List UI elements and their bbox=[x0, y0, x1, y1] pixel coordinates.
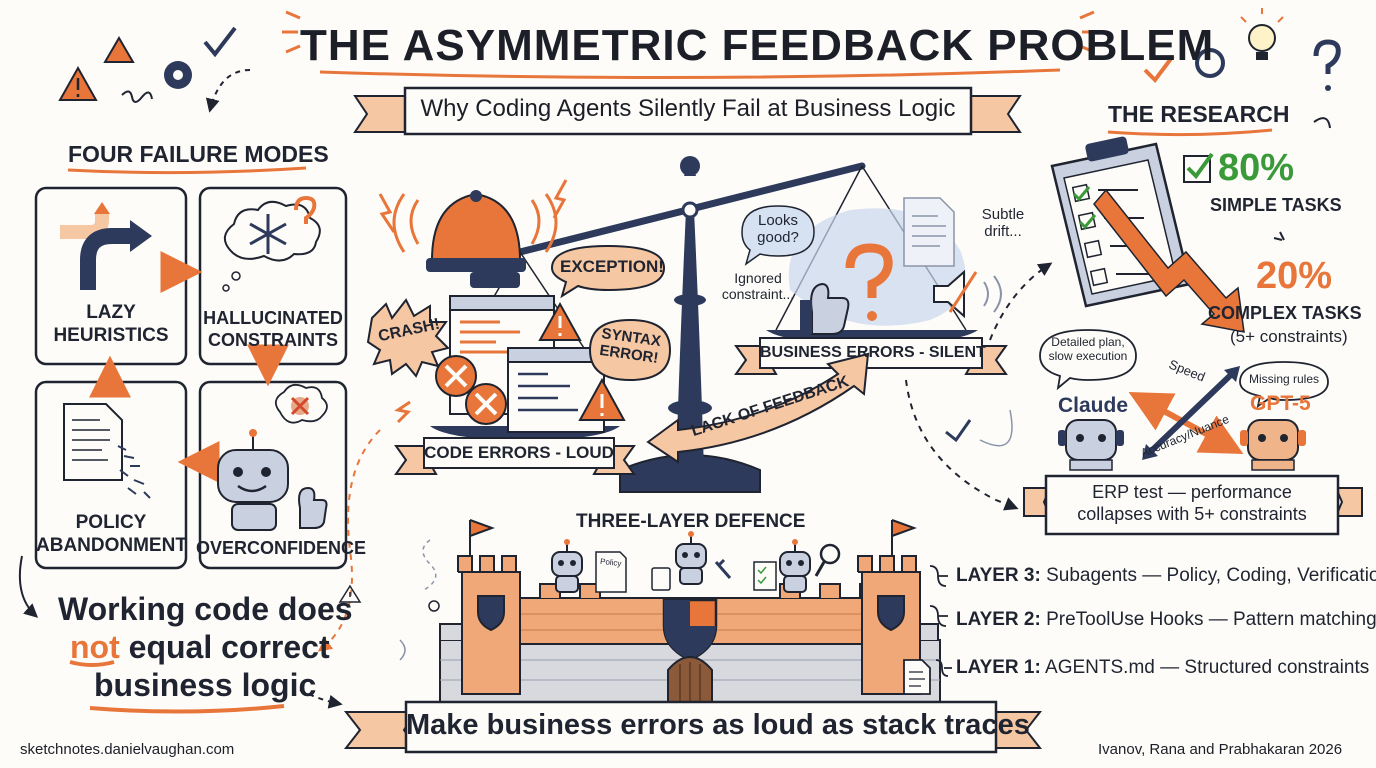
bottom-banner-text: Make business errors as loud as stack tr… bbox=[406, 709, 1030, 741]
erp-box-shape bbox=[1023, 474, 1363, 536]
complex-tasks-label: COMPLEX TASKS bbox=[1208, 303, 1362, 323]
layer-3-name: LAYER 3: bbox=[956, 565, 1041, 586]
conclusion-line-2-rest: equal correct bbox=[119, 629, 330, 665]
castle-doodles bbox=[338, 539, 440, 661]
gpt-bubble-text: Missing rules bbox=[1248, 372, 1320, 386]
ignored-constraint-text: Ignored constraint... bbox=[721, 270, 795, 303]
business-errors-silent-label: BUSINESS ERRORS - SILENT bbox=[760, 344, 986, 361]
flow-connectors bbox=[317, 262, 1053, 652]
claude-name: Claude bbox=[1058, 394, 1129, 417]
lack-of-feedback-arrow bbox=[646, 352, 870, 464]
title-decoration bbox=[282, 10, 1098, 80]
gpt-name: GPT-5 bbox=[1250, 392, 1311, 415]
conclusion-line-3: business logic bbox=[94, 667, 317, 703]
defence-heading: THREE-LAYER DEFENCE bbox=[576, 511, 806, 532]
failure-modes-heading: FOUR FAILURE MODES bbox=[68, 141, 329, 167]
footer-right: Ivanov, Rana and Prabhakaran 2026 bbox=[1098, 741, 1343, 758]
snowflake-cloud-icon bbox=[222, 195, 321, 292]
layer-1-desc: AGENTS.md — Structured constraints bbox=[1040, 657, 1370, 678]
castle-defence bbox=[439, 519, 952, 703]
mode-lazy-heuristics: LAZY HEURISTICS bbox=[53, 302, 169, 346]
silent-errors-illustration bbox=[741, 197, 1002, 335]
conclusion-line-2: not equal correct bbox=[70, 629, 330, 665]
mode-overconfidence: OVERCONFIDENCE bbox=[196, 538, 367, 558]
looks-good-bubble: Looks good? bbox=[757, 212, 799, 247]
top-left-doodles bbox=[58, 26, 251, 113]
fork-arrow-icon bbox=[60, 202, 152, 290]
page-title: THE ASYMMETRIC FEEDBACK PROBLEM bbox=[300, 21, 1215, 70]
subtitle-banner bbox=[353, 86, 1022, 136]
code-errors-loud-label: CODE ERRORS - LOUD bbox=[424, 443, 614, 462]
exception-word: EXCEPTION! bbox=[560, 257, 664, 276]
layer-1: LAYER 1: AGENTS.md — Structured constrai… bbox=[956, 657, 1370, 679]
simple-tasks-label: SIMPLE TASKS bbox=[1210, 195, 1342, 215]
claude-bubble-text: Detailed plan, slow execution bbox=[1048, 335, 1128, 363]
layer-3-desc: Subagents — Policy, Coding, Verification bbox=[1040, 565, 1376, 586]
bottom-banner-shape bbox=[343, 700, 1043, 754]
model-comparison bbox=[1039, 329, 1329, 471]
complex-percentage: 20% bbox=[1256, 255, 1333, 297]
subtle-drift-text: Subtle drift... bbox=[981, 206, 1025, 241]
layer-2-name: LAYER 2: bbox=[956, 609, 1041, 630]
loud-label-banner bbox=[394, 437, 636, 475]
subtitle: Why Coding Agents Silently Fail at Busin… bbox=[420, 95, 956, 122]
mode-policy-abandonment: POLICY ABANDONMENT bbox=[36, 512, 187, 556]
erp-box-text: ERP test — performance collapses with 5+… bbox=[1077, 482, 1307, 524]
layer-2: LAYER 2: PreToolUse Hooks — Pattern matc… bbox=[956, 609, 1376, 631]
research-panel bbox=[1050, 117, 1331, 333]
conclusion-underlines bbox=[18, 555, 343, 714]
mode-hallucinated-constraints: HALLUCINATED CONSTRAINTS bbox=[203, 308, 343, 350]
layer-2-desc: PreToolUse Hooks — Pattern matching bbox=[1040, 609, 1376, 630]
simple-percentage: 80% bbox=[1218, 147, 1295, 189]
conclusion-not: not bbox=[70, 629, 120, 665]
robot-thumbs-up-icon bbox=[217, 383, 328, 531]
layer-3: LAYER 3: Subagents — Policy, Coding, Ver… bbox=[956, 565, 1376, 587]
complex-tasks-note: (5+ constraints) bbox=[1230, 327, 1348, 346]
top-right-doodles bbox=[1143, 8, 1341, 91]
silent-label-banner bbox=[734, 337, 1008, 375]
loud-errors-illustration bbox=[366, 179, 672, 433]
shredding-document-icon bbox=[63, 403, 151, 499]
research-heading: THE RESEARCH bbox=[1108, 101, 1290, 127]
footer-left: sketchnotes.danielvaughan.com bbox=[20, 741, 235, 758]
conclusion-line-1: Working code does bbox=[58, 591, 353, 627]
layer-1-name: LAYER 1: bbox=[956, 657, 1041, 678]
